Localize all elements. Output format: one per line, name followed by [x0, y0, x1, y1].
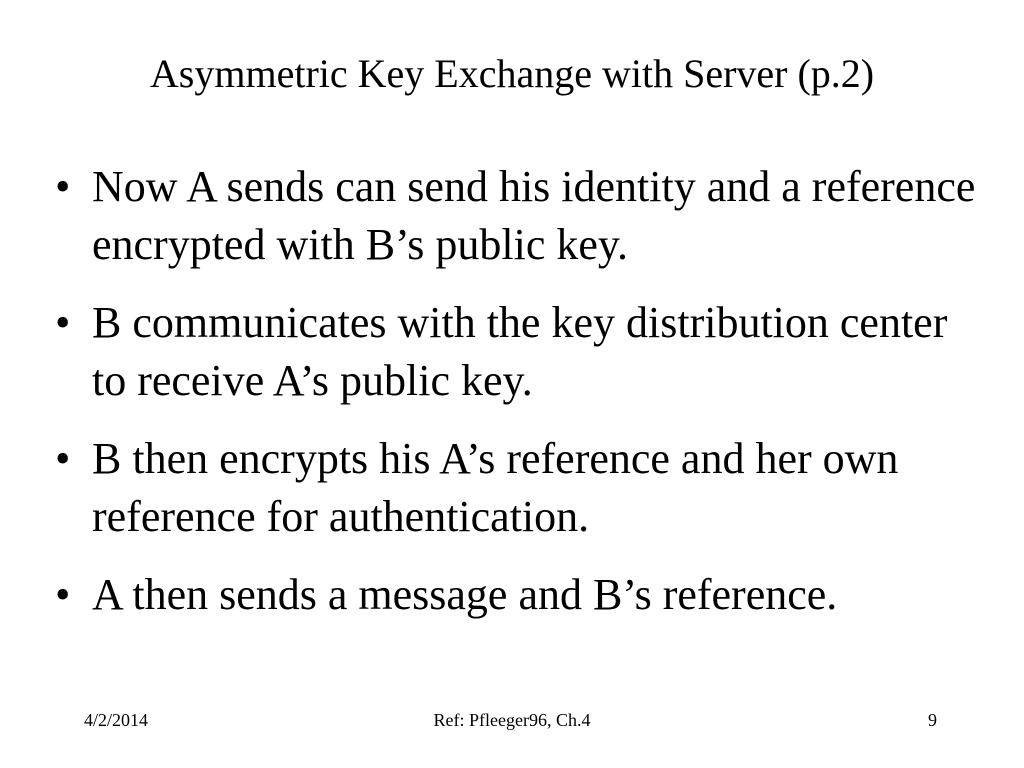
bullet-icon: • — [55, 298, 71, 347]
bullet-item: • B then encrypts his A’s reference and … — [55, 430, 985, 546]
bullet-text: A then sends a message and B’s reference… — [92, 570, 838, 619]
bullet-icon: • — [55, 434, 71, 483]
bullet-icon: • — [55, 162, 71, 211]
bullet-text: B then encrypts his A’s reference and he… — [92, 434, 899, 541]
bullet-text: Now A sends can send his identity and a … — [92, 162, 976, 269]
bullet-text: B communicates with the key distribution… — [92, 298, 948, 405]
footer-page-number: 9 — [928, 710, 937, 730]
bullet-list: • Now A sends can send his identity and … — [55, 158, 985, 644]
footer-date: 4/2/2014 — [84, 710, 149, 730]
footer-reference: Ref: Pfleeger96, Ch.4 — [433, 710, 591, 730]
bullet-item: • A then sends a message and B’s referen… — [55, 566, 985, 624]
bullet-item: • B communicates with the key distributi… — [55, 294, 985, 410]
bullet-icon: • — [55, 570, 71, 619]
slide-title: Asymmetric Key Exchange with Server (p.2… — [149, 51, 875, 96]
bullet-item: • Now A sends can send his identity and … — [55, 158, 985, 274]
